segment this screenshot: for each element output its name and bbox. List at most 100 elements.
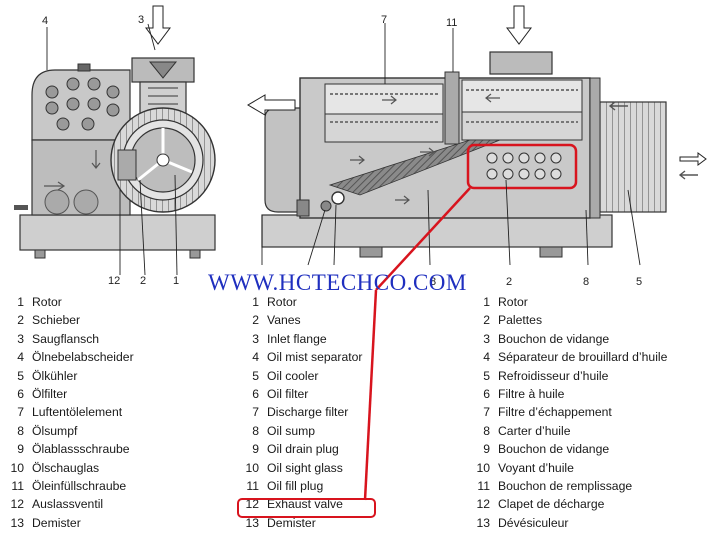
legend-label: Bouchon de vidange: [498, 331, 610, 346]
callout-7: 7: [381, 14, 387, 26]
legend-label: Voyant d’huile: [498, 460, 574, 475]
legend-number: 2: [483, 313, 490, 328]
legend-label: Ölnebelabscheider: [32, 350, 134, 365]
demister-baffle: [328, 139, 501, 196]
legend-number: 11: [246, 478, 259, 493]
legend-number: 10: [245, 460, 259, 475]
legend-number: 8: [252, 423, 259, 438]
oil-cooler-tubes: [486, 152, 562, 180]
legend-number: 4: [252, 350, 259, 365]
legend-number: 1: [17, 295, 24, 309]
legend-number: 5: [483, 368, 490, 383]
legend-number: 9: [252, 442, 259, 457]
watermark-text: WWW.HCTECHCO.COM: [208, 270, 467, 295]
legend-label: Rotor: [267, 295, 297, 309]
legend-label: Oil sight glass: [267, 460, 343, 475]
legend-number: 13: [245, 515, 259, 530]
legend-number: 6: [17, 386, 24, 401]
legend-label: Oil mist separator: [267, 350, 363, 365]
legend-label: Ölkühler: [32, 368, 78, 383]
right-long-view: 7 11 8 2 8 5: [247, 5, 707, 288]
callout-1: 1: [173, 275, 179, 287]
highlight-box-legend: [237, 498, 376, 518]
legend-number: 12: [10, 497, 24, 512]
legend-label: Discharge filter: [267, 405, 349, 420]
legend-label: Auslassventil: [32, 497, 104, 512]
legend-label: Ölfilter: [32, 386, 68, 401]
legend-label: Clapet de décharge: [498, 497, 605, 512]
legend-label: Oil fill plug: [267, 478, 324, 493]
legend-number: 3: [17, 331, 24, 346]
left-side-view: 3 4 12 2 1: [14, 5, 216, 287]
legend-number: 8: [483, 423, 490, 438]
legend-number: 13: [476, 515, 490, 530]
legend-number: 7: [483, 405, 490, 420]
legend-label: Dévésiculeur: [498, 515, 569, 530]
legend-label: Rotor: [32, 295, 62, 309]
legend-label: Séparateur de brouillard d’huile: [498, 350, 668, 365]
legend-number: 5: [252, 368, 259, 383]
highlight-box-diagram: [466, 143, 578, 190]
legend-number: 1: [252, 295, 259, 309]
legend-label: Ölschauglas: [32, 460, 100, 475]
callout-3: 3: [138, 14, 144, 26]
callout-2-right: 2: [506, 276, 512, 288]
legend-label: Oil cooler: [267, 368, 319, 383]
legend-number: 7: [17, 405, 24, 420]
oil-cooler-fins: [597, 101, 667, 213]
legend-label: Ölsumpf: [32, 423, 78, 438]
legend-number: 5: [17, 368, 24, 383]
legend-label: Oil sump: [267, 423, 316, 438]
legend-label: Öleinfüllschraube: [32, 478, 127, 493]
legend-label: Demister: [32, 515, 81, 530]
pump-cutaway-diagram: 3 4 12 2 1: [14, 5, 707, 290]
filter-circles: [45, 77, 120, 131]
callout-8-right: 8: [583, 276, 589, 288]
legend-label: Carter d’huile: [498, 423, 571, 438]
legend-label: Oil drain plug: [267, 442, 339, 457]
legend-label: Saugflansch: [32, 331, 100, 346]
legend-number: 7: [252, 405, 259, 420]
legend-label: Luftentölelement: [32, 405, 123, 420]
legend-label: Filtre à huile: [498, 386, 565, 401]
legend-label: Vanes: [267, 313, 301, 328]
callout-12-left: 12: [108, 275, 120, 287]
highlight-connector-line: [375, 187, 471, 290]
callout-5: 5: [636, 276, 642, 288]
inlet-arrow-right: [506, 5, 532, 45]
discharge-filter-elements: [324, 71, 583, 145]
callout-2-left: 2: [140, 275, 146, 287]
callout-11: 11: [446, 17, 457, 29]
legend-label: Inlet flange: [267, 331, 327, 346]
callout-4: 4: [42, 15, 48, 27]
legend-label: Exhaust valve: [267, 497, 343, 512]
legend-number: 11: [477, 478, 490, 493]
legend-number: 2: [17, 313, 24, 328]
legend-number: 2: [252, 313, 259, 328]
legend-number: 10: [476, 460, 490, 475]
legend-label: Bouchon de remplissage: [498, 478, 633, 493]
legend-label: Bouchon de vidange: [498, 442, 610, 457]
legend-label: Filtre d’échappement: [498, 405, 612, 420]
legend-number: 9: [17, 442, 24, 457]
legend-label: Ölablassschraube: [32, 442, 130, 457]
legend-number: 10: [10, 460, 24, 475]
legend-number: 6: [483, 386, 490, 401]
legend-label: Refroidisseur d’huile: [498, 368, 609, 383]
legend-number: 13: [10, 515, 24, 530]
legend-number: 6: [252, 386, 259, 401]
callout-8-mid: 8: [430, 276, 436, 288]
legend-label: Schieber: [32, 313, 81, 328]
legend-number: 8: [17, 423, 24, 438]
legend-label: Palettes: [498, 313, 543, 328]
legend-number: 3: [483, 331, 490, 346]
legend-number: 4: [483, 350, 490, 365]
legend-number: 1: [483, 295, 490, 309]
legend-number: 11: [11, 478, 24, 493]
legend-label: Rotor: [498, 295, 528, 309]
legend-number: 12: [476, 497, 490, 512]
inlet-arrow-left: [145, 5, 171, 45]
legend-number: 3: [252, 331, 259, 346]
legend-number: 4: [17, 350, 24, 365]
